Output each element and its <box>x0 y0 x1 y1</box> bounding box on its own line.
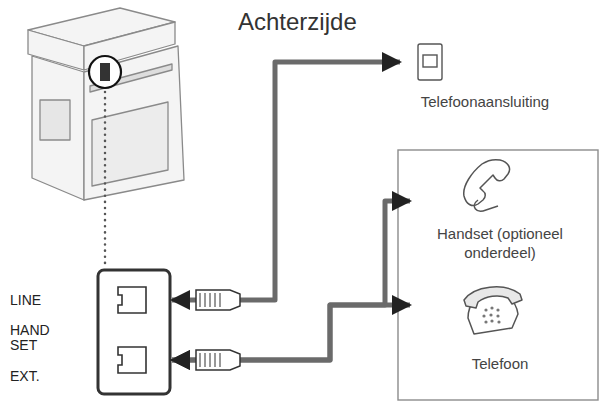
telephone-node: Telefoon <box>410 280 590 377</box>
icon-label: Telefoon <box>410 354 590 373</box>
dotted-leader <box>104 92 107 266</box>
rear-port <box>100 63 110 81</box>
port-label: LINE <box>10 293 56 308</box>
port-label: EXT. <box>10 369 56 384</box>
port-panel-node: LINE HAND SET EXT. <box>5 270 172 398</box>
wall-jack-node: Telefoonaansluiting <box>400 40 570 115</box>
telephone-icon <box>464 287 522 334</box>
icon-label: Handset (optioneel onderdeel) <box>425 224 575 262</box>
plug-ridges <box>200 293 220 367</box>
device-group-box <box>398 150 598 400</box>
icon-label: Telefoonaansluiting <box>400 92 570 111</box>
view-label: Achterzijde <box>238 8 357 36</box>
phone-cable <box>172 62 400 300</box>
handset-node: Handset (optioneel onderdeel) <box>410 156 590 266</box>
port-callout-circle <box>89 56 121 88</box>
port-panel <box>98 270 170 394</box>
port-label: HAND SET <box>10 323 56 353</box>
handset-icon <box>464 160 510 211</box>
wall-jack-icon <box>418 44 442 80</box>
rj11-plug <box>196 290 240 370</box>
rj11-ports <box>118 287 146 373</box>
phone-cable <box>172 201 410 360</box>
